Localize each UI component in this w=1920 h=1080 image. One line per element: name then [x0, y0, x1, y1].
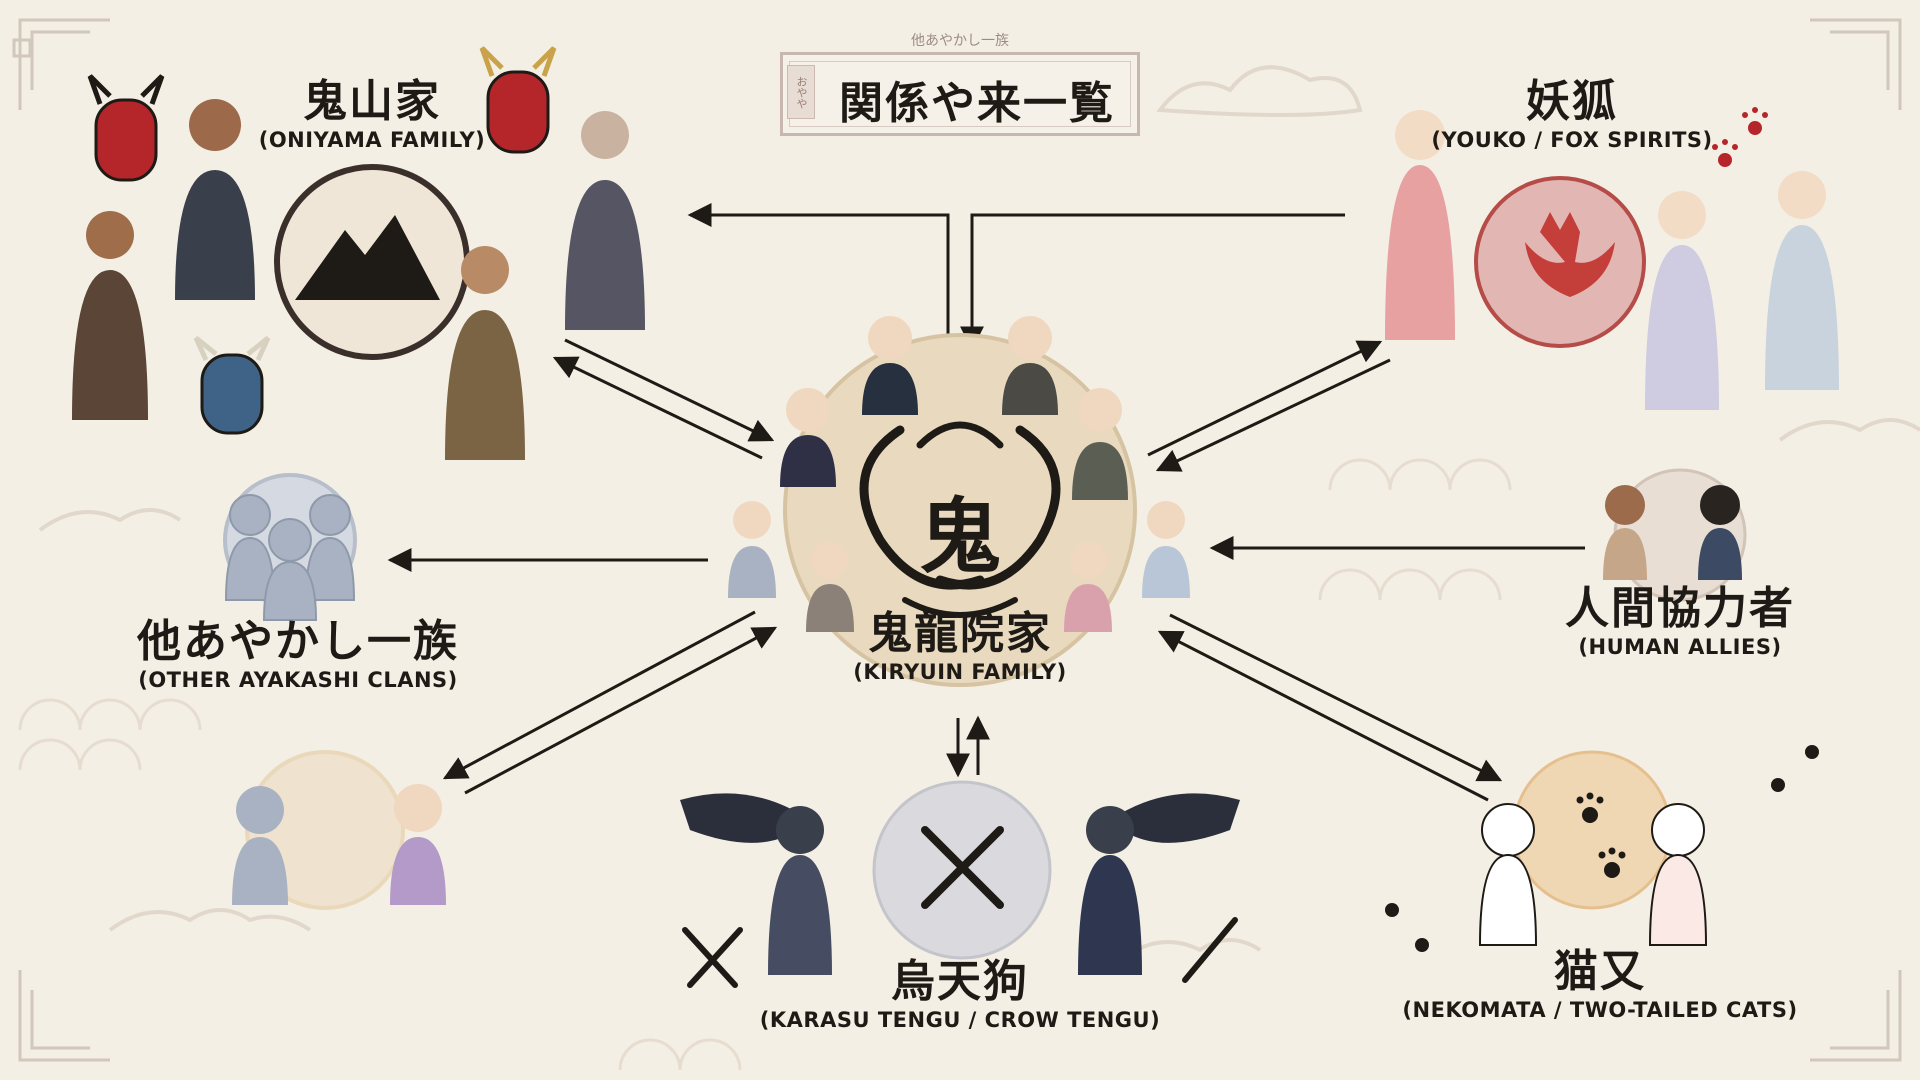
karasu-label: 烏天狗 (KARASU TENGU / CROW TENGU) [759, 956, 1161, 1033]
kiryuin-label: 鬼龍院家 (KIRYUIN FAMILY) [853, 608, 1067, 685]
page-title: 関係や来一覧 [839, 78, 1115, 129]
oniyama-family-node[interactable] [72, 46, 645, 460]
karasu-name-jp: 烏天狗 [891, 956, 1029, 1007]
cloud-decoration [38, 65, 1920, 962]
title-panel: おやや 関係や来一覧 [780, 52, 1140, 136]
paw-print-icon [1712, 107, 1768, 167]
arrow-youko-to-center-return [1155, 358, 1391, 472]
relationship-arrows [387, 203, 1585, 802]
corner-frame-decoration [12, 18, 1902, 1062]
youko-node[interactable] [1385, 107, 1839, 410]
youko-label: 妖狐 (YOUKO / FOX SPIRITS) [1431, 76, 1713, 153]
human-allies-name-jp: 人間協力者 [1565, 583, 1795, 634]
oniyama-name-jp: 鬼山家 [303, 76, 441, 127]
oni-mask-icon [87, 46, 557, 435]
oni-warrior-figures [72, 99, 645, 460]
title-caption: 他あやかし一族 [911, 33, 1009, 49]
arrow-nekomata-to-center [1157, 630, 1489, 802]
arrow-center-to-nekomata [1169, 613, 1503, 782]
human-allies-label: 人間協力者 (HUMAN ALLIES) [1565, 583, 1795, 660]
other-ayakashi-clans-node[interactable] [223, 473, 357, 621]
bottom-left-group-node[interactable] [232, 750, 446, 910]
other-clans-name-en: (OTHER AYAKASHI CLANS) [138, 668, 458, 693]
other-clans-name-jp: 他あやかし一族 [137, 616, 459, 667]
kiryuin-member-figures [728, 316, 1190, 632]
silhouette-group-icon [224, 494, 356, 621]
center-emblem-char: 鬼 [918, 489, 1002, 585]
nekomata-label: 猫又 (NEKOMATA / TWO-TAILED CATS) [1402, 946, 1798, 1023]
nine-tailed-fox-icon [1525, 212, 1615, 297]
two-tailed-cat-figures [1478, 803, 1708, 946]
karasu-tengu-node[interactable] [680, 780, 1240, 988]
paw-print-icon [1385, 745, 1819, 952]
arrow-oniyama-to-center [564, 338, 775, 442]
wave-pattern-decoration [18, 458, 1512, 1071]
fox-spirit-figures [1385, 110, 1839, 410]
youko-name-jp: 妖狐 [1526, 76, 1618, 127]
arrow-center-to-oniyama-return [552, 356, 763, 460]
other-clans-label: 他あやかし一族 (OTHER AYAKASHI CLANS) [137, 616, 459, 693]
dragon-emblem-icon [859, 421, 1061, 618]
arrow-center-to-youko [1147, 340, 1383, 457]
kiryuin-name-en: (KIRYUIN FAMILY) [853, 660, 1067, 685]
nekomata-name-en: (NEKOMATA / TWO-TAILED CATS) [1402, 998, 1798, 1023]
youko-name-en: (YOUKO / FOX SPIRITS) [1431, 128, 1713, 153]
human-allies-name-en: (HUMAN ALLIES) [1578, 635, 1782, 660]
nekomata-node[interactable] [1385, 745, 1819, 952]
mountain-icon [295, 215, 440, 300]
karasu-name-en: (KARASU TENGU / CROW TENGU) [759, 1008, 1161, 1033]
arrow-center-to-oniyama [687, 203, 950, 335]
kiryuin-family-node[interactable] [728, 316, 1190, 687]
arrow-left-group-to-center [464, 626, 778, 795]
nekomata-name-jp: 猫又 [1553, 946, 1646, 997]
arrow-center-to-left-group [442, 610, 756, 780]
person-figures [232, 784, 446, 905]
kiryuin-name-jp: 鬼龍院家 [867, 608, 1052, 659]
human-figures [1603, 485, 1742, 580]
crossed-swords-icon [921, 826, 1004, 909]
oniyama-name-en: (ONIYAMA FAMILY) [258, 128, 486, 153]
crow-tengu-figures [680, 793, 1240, 975]
sword-icon [682, 917, 1238, 988]
title-tab-label: おやや [787, 65, 815, 119]
oniyama-label: 鬼山家 (ONIYAMA FAMILY) [258, 76, 486, 153]
arrow-youko-to-center [960, 213, 1345, 351]
human-allies-node[interactable] [1603, 468, 1747, 602]
